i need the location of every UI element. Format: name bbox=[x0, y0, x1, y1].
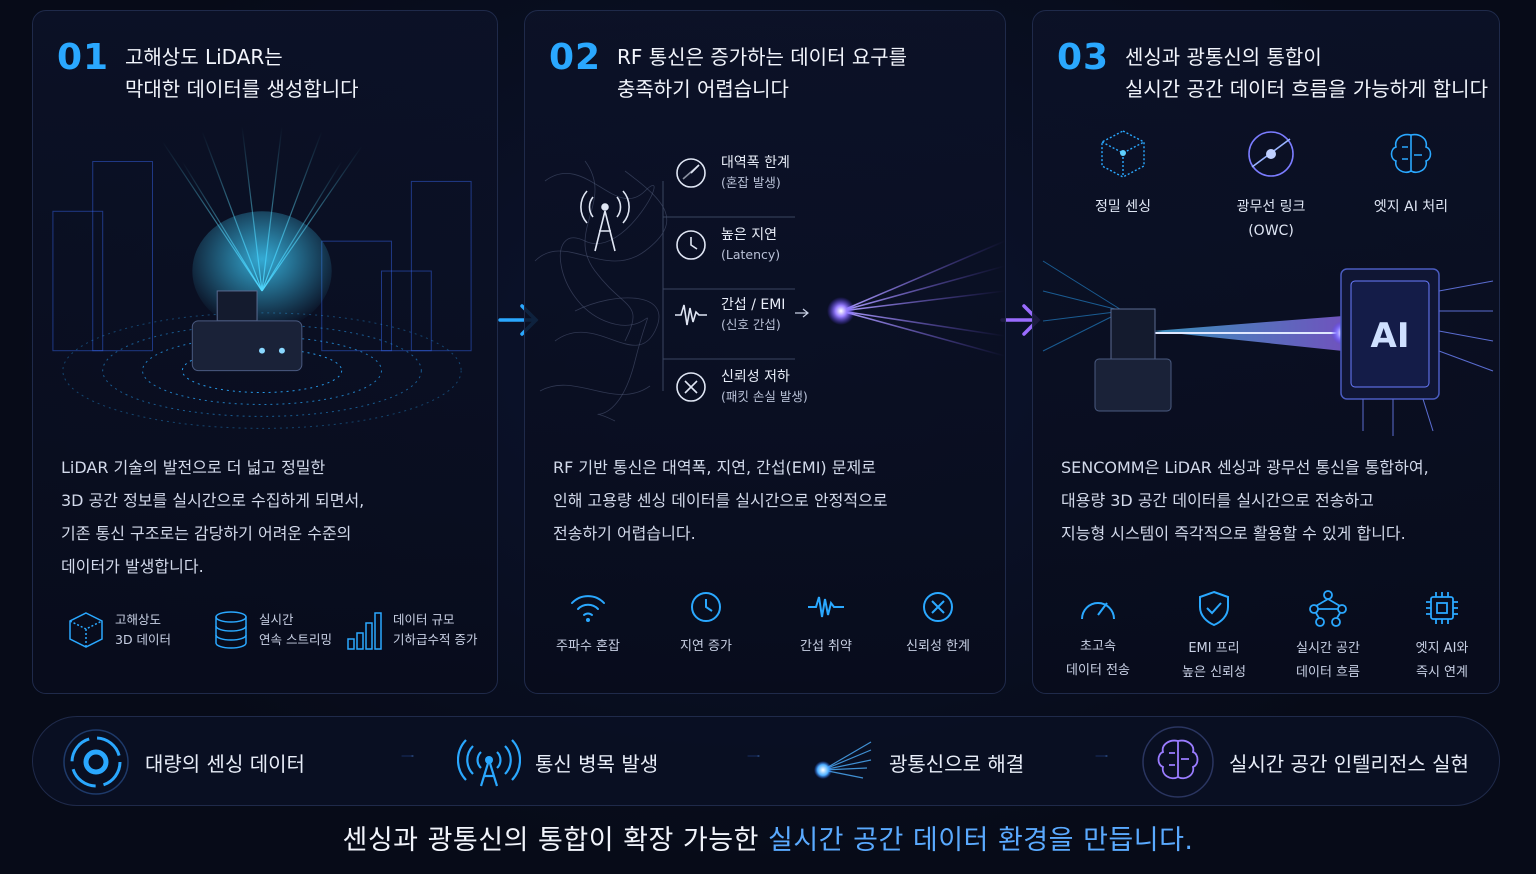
rf-issue-bandwidth: 대역폭 한계(혼잡 발생) bbox=[671, 153, 790, 193]
flow-step-intelligence: 실시간 공간 인텔리전스 실현 bbox=[1141, 717, 1469, 807]
panel-sencomm: 03 센싱과 광통신의 통합이 실시간 공간 데이터 흐름을 가능하게 합니다 … bbox=[1032, 10, 1500, 694]
panel-lidar: 01 고해상도 LiDAR는 막대한 데이터를 생성합니다 bbox=[32, 10, 498, 694]
feature-frequency-congestion: 주파수 혼잡 bbox=[533, 589, 643, 659]
flow-step-sensing: 대량의 센싱 데이터 bbox=[61, 717, 305, 807]
x-circle-icon bbox=[676, 372, 706, 402]
feature-reliability-limit: 신뢰성 한계 bbox=[883, 589, 993, 659]
feature-data-scale: 데이터 규모 기하급수적 증가 bbox=[345, 609, 477, 651]
sensor-ring-icon bbox=[63, 729, 129, 795]
panel-title: 고해상도 LiDAR는 막대한 데이터를 생성합니다 bbox=[125, 45, 359, 101]
lidar-illustration bbox=[52, 126, 472, 429]
flow-bar: 대량의 센싱 데이터 통신 병목 발생 광통신으로 해결 bbox=[32, 716, 1500, 806]
panel-description: RF 기반 통신은 대역폭, 지연, 간섭(EMI) 문제로 인해 고용량 센싱… bbox=[553, 458, 888, 543]
speedometer-icon bbox=[1081, 602, 1115, 620]
cube-icon bbox=[69, 612, 103, 648]
wifi-icon bbox=[571, 595, 605, 622]
flow-arrow-icon bbox=[1095, 755, 1108, 757]
flow-step-optical: 광통신으로 해결 bbox=[805, 717, 1024, 807]
bar-chart-icon bbox=[347, 612, 382, 650]
feature-latency-increase: 지연 증가 bbox=[651, 589, 761, 659]
panel-number: 01 bbox=[57, 37, 110, 78]
brain-icon bbox=[1142, 726, 1214, 798]
rf-issue-latency: 높은 지연(Latency) bbox=[671, 225, 780, 265]
panel-description: SENCOMM은 LiDAR 센싱과 광무선 통신을 통합하여, 대용량 3D … bbox=[1061, 458, 1429, 543]
capability-precision-sensing: 정밀 센싱 bbox=[1063, 127, 1183, 219]
chip-label: AI bbox=[1371, 316, 1410, 356]
chip-icon bbox=[1426, 592, 1458, 624]
optical-link-icon bbox=[1248, 131, 1294, 177]
shield-check-icon bbox=[1199, 590, 1229, 627]
feature-interference: 간섭 취약 bbox=[771, 589, 881, 659]
gauge-icon bbox=[676, 158, 706, 188]
clock-icon bbox=[676, 230, 706, 260]
database-icon bbox=[215, 611, 247, 649]
panel-rf: 02 RF 통신은 증가하는 데이터 요구를 충족하기 어렵습니다 bbox=[524, 10, 1006, 694]
feature-3d-data: 고해상도 3D 데이터 bbox=[65, 609, 171, 651]
antenna-icon bbox=[580, 190, 630, 252]
sencomm-illustration: AI bbox=[1042, 260, 1494, 436]
waveform-icon bbox=[808, 596, 844, 618]
brain-icon bbox=[1390, 133, 1432, 174]
capability-edge-ai: 엣지 AI 처리 bbox=[1351, 127, 1471, 219]
feature-streaming: 실시간 연속 스트리밍 bbox=[213, 609, 332, 651]
network-icon bbox=[1309, 590, 1347, 627]
waveform-icon bbox=[675, 304, 707, 326]
light-beam-icon bbox=[814, 741, 872, 779]
panel-number: 03 bbox=[1057, 37, 1110, 78]
capability-owc-link: 광무선 링크(OWC) bbox=[1211, 127, 1331, 243]
antenna-icon bbox=[457, 739, 521, 787]
rf-issue-emi: 간섭 / EMI(신호 간섭) bbox=[671, 295, 785, 335]
tagline: 센싱과 광통신의 통합이 확장 가능한 실시간 공간 데이터 환경을 만듭니다. bbox=[342, 825, 1194, 856]
flow-step-bottleneck: 통신 병목 발생 bbox=[457, 717, 658, 807]
rf-noise-illustration bbox=[534, 160, 1005, 422]
panel-title: RF 통신은 증가하는 데이터 요구를 충족하기 어렵습니다 bbox=[617, 45, 908, 101]
x-circle-icon bbox=[923, 592, 953, 622]
clock-icon bbox=[691, 592, 721, 622]
panel-number: 02 bbox=[549, 37, 602, 78]
cube-network-icon bbox=[1101, 130, 1145, 178]
flow-arrow-icon bbox=[747, 755, 760, 757]
panel-description: LiDAR 기술의 발전으로 더 넓고 정밀한 3D 공간 정보를 실시간으로 … bbox=[61, 458, 365, 576]
panel-title: 센싱과 광통신의 통합이 실시간 공간 데이터 흐름을 가능하게 합니다 bbox=[1125, 45, 1488, 101]
flow-arrow-icon bbox=[401, 755, 414, 757]
rf-issue-reliability: 신뢰성 저하(패킷 손실 발생) bbox=[671, 367, 808, 407]
